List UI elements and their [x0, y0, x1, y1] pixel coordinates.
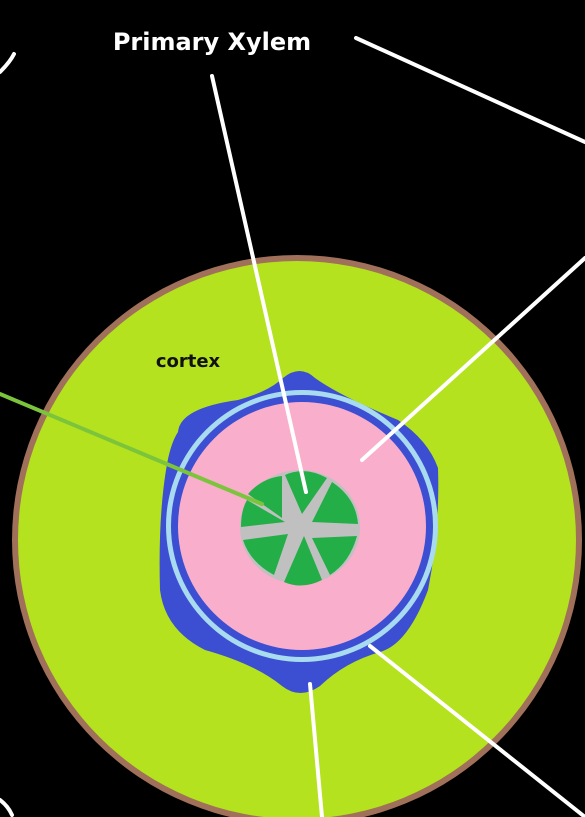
cortex-label: cortex: [156, 351, 221, 372]
primary-xylem-label: Primary Xylem: [113, 28, 311, 56]
